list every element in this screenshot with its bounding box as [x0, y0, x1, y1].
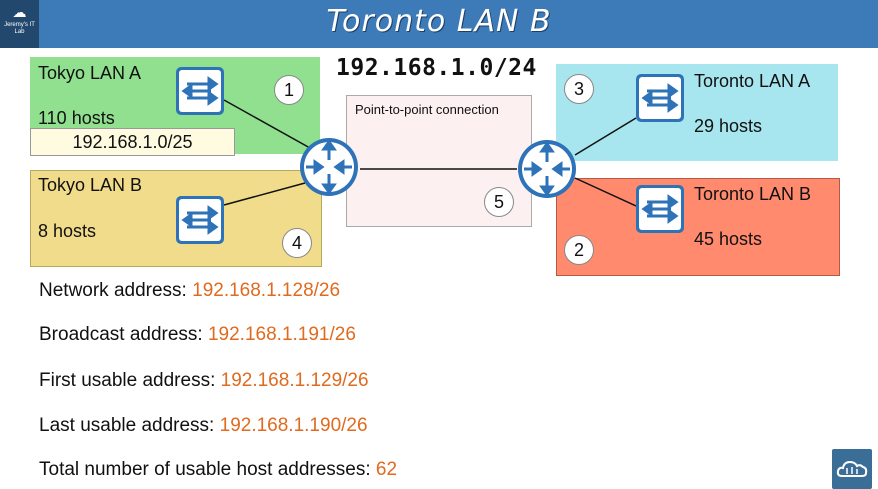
- link-toronto-a: [574, 117, 637, 156]
- cloud-icon: ☁: [12, 4, 27, 20]
- detail-value: 192.168.1.190/26: [219, 415, 368, 436]
- detail-label: First usable address:: [39, 370, 221, 391]
- slide-title: Toronto LAN B: [326, 4, 552, 39]
- detail-value: 62: [375, 459, 398, 480]
- toronto-a-hosts: 29 hosts: [694, 116, 763, 136]
- tokyo-b-number: 4: [282, 228, 312, 258]
- last-usable-line: Last usable address: 192.168.1.190/26: [39, 415, 368, 437]
- router-icon: [298, 136, 360, 198]
- jeremys-it-lab-logo: ☁ Jeremy's IT Lab: [0, 0, 39, 48]
- switch-icon: [176, 196, 224, 244]
- switch-icon: [176, 67, 224, 115]
- toronto-b-number: 2: [564, 235, 594, 265]
- toronto-b-hosts: 45 hosts: [694, 229, 763, 249]
- link-tokyo-a: [223, 99, 311, 149]
- logo-text: Jeremy's IT Lab: [4, 22, 35, 35]
- tokyo-b-name: Tokyo LAN B: [38, 175, 143, 195]
- tokyo-a-number: 1: [274, 75, 304, 105]
- network-address-line: Network address: 192.168.1.128/26: [39, 280, 340, 302]
- cloud-logo-icon: [832, 449, 872, 489]
- tokyo-a-subnet: 192.168.1.0/25: [30, 128, 235, 156]
- switch-icon: [636, 74, 684, 122]
- detail-value: 192.168.1.191/26: [207, 324, 356, 345]
- p2p-number: 5: [484, 187, 514, 217]
- toronto-lan-b-box: [556, 178, 840, 276]
- detail-label: Total number of usable host addresses:: [39, 459, 376, 480]
- tokyo-a-name: Tokyo LAN A: [38, 63, 142, 83]
- toronto-b-name: Toronto LAN B: [694, 184, 812, 204]
- detail-value: 192.168.1.129/26: [220, 370, 369, 391]
- router-icon: [516, 138, 578, 200]
- tokyo-a-hosts: 110 hosts: [38, 108, 115, 128]
- detail-label: Network address:: [39, 280, 193, 301]
- detail-label: Last usable address:: [39, 415, 220, 436]
- first-usable-line: First usable address: 192.168.1.129/26: [39, 370, 369, 392]
- tokyo-b-hosts: 8 hosts: [38, 221, 97, 241]
- p2p-label: Point-to-point connection: [355, 102, 499, 117]
- toronto-lan-a-box: [556, 64, 838, 161]
- total-usable-line: Total number of usable host addresses: 6…: [39, 459, 397, 481]
- link-tokyo-b: [223, 182, 306, 206]
- link-toronto-b: [574, 177, 637, 207]
- toronto-a-number: 3: [564, 74, 594, 104]
- network-address-label: 192.168.1.0/24: [336, 55, 537, 81]
- broadcast-address-line: Broadcast address: 192.168.1.191/26: [39, 324, 356, 346]
- detail-label: Broadcast address:: [39, 324, 208, 345]
- toronto-a-name: Toronto LAN A: [694, 71, 811, 91]
- title-bar: [0, 0, 878, 48]
- detail-value: 192.168.1.128/26: [192, 280, 341, 301]
- switch-icon: [636, 185, 684, 233]
